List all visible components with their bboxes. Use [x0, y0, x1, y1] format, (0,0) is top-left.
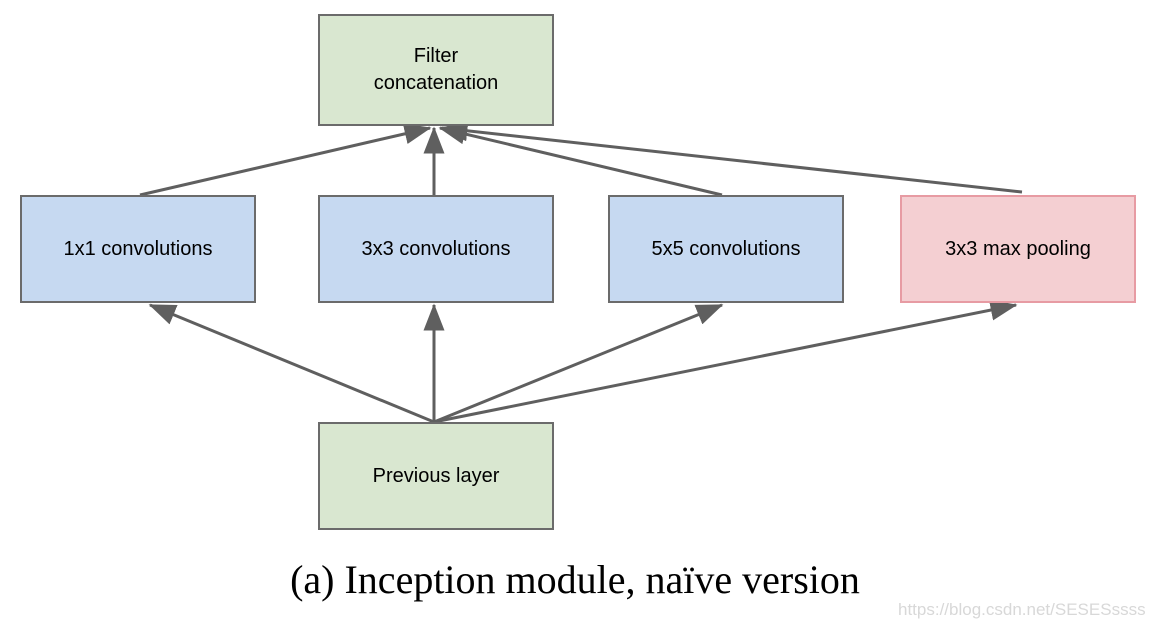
node-filter-concatenation: Filter concatenation: [318, 14, 554, 126]
node-conv-5x5: 5x5 convolutions: [608, 195, 844, 303]
edge-5x5-to-concat: [438, 123, 723, 197]
node-label: Previous layer: [372, 464, 500, 487]
node-label: 3x3 max pooling: [945, 237, 1091, 260]
edge-prev-to-5x5: [433, 303, 724, 424]
edge-pool-to-concat: [440, 120, 1023, 194]
node-label: Filter concatenation: [373, 45, 499, 94]
node-label: 1x1 convolutions: [63, 237, 213, 260]
edge-prev-to-pool: [433, 299, 1018, 424]
node-conv-3x3: 3x3 convolutions: [318, 195, 554, 303]
edge-prev-to-1x1: [148, 303, 435, 424]
node-previous-layer: Previous layer: [318, 422, 554, 530]
node-conv-1x1: 1x1 convolutions: [20, 195, 256, 303]
node-max-pooling-3x3: 3x3 max pooling: [900, 195, 1136, 303]
node-label: 5x5 convolutions: [651, 237, 801, 260]
figure-caption: (a) Inception module, naïve version: [290, 557, 860, 602]
edge-1x1-to-concat: [139, 123, 432, 197]
node-label: 3x3 convolutions: [361, 237, 511, 260]
watermark-text: https://blog.csdn.net/SESESssss: [898, 600, 1146, 619]
